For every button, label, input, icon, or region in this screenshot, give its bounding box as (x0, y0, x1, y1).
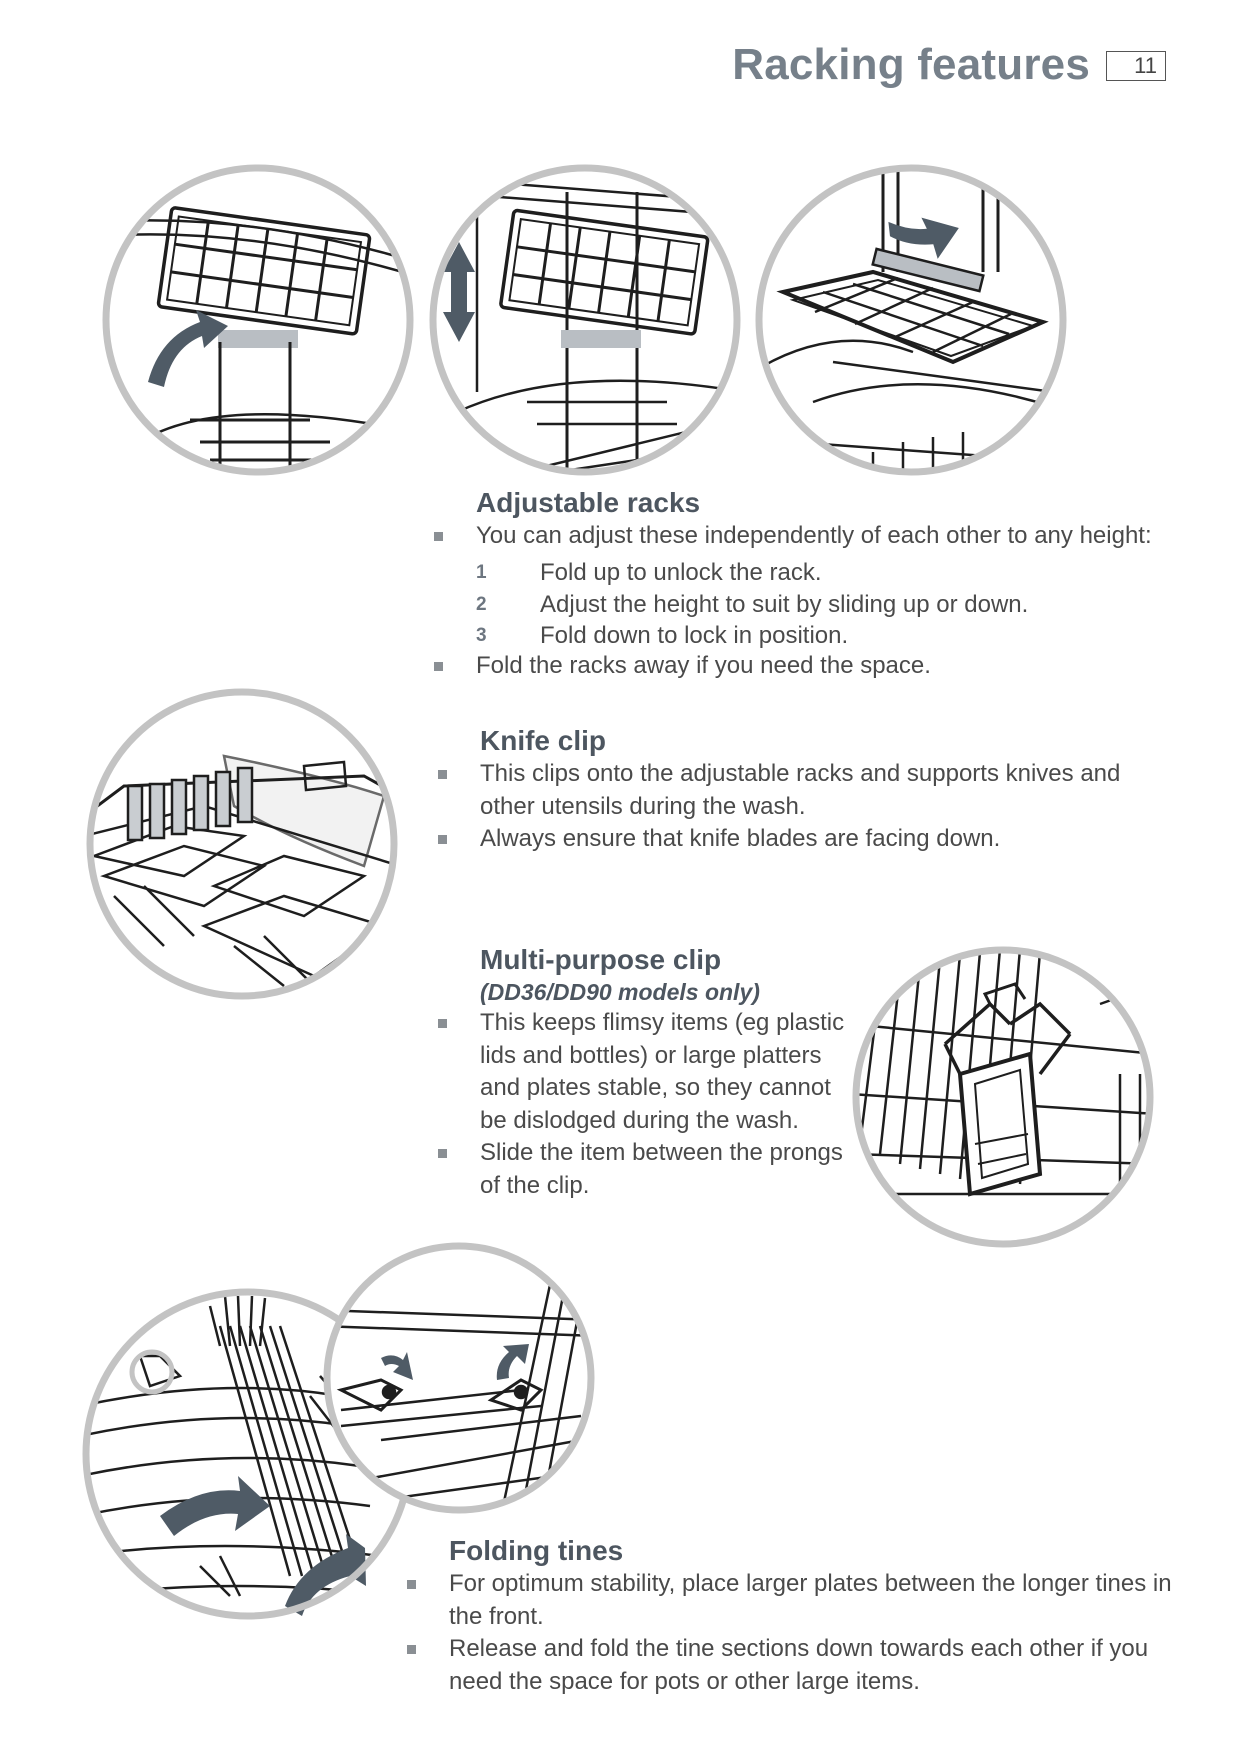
step-number: 1 (476, 561, 487, 583)
illustration-fold-down (753, 162, 1069, 478)
step-item: 1 Fold up to unlock the rack. (476, 557, 1196, 590)
illustration-slide-adjust (427, 162, 743, 478)
section-title: Folding tines (449, 1535, 624, 1566)
step-number: 2 (476, 594, 487, 615)
list-item: You can adjust these independently of ea… (434, 520, 1196, 553)
page-number: 11 (1106, 51, 1166, 81)
section-knife-clip: Knife clip This clips onto the adjustabl… (438, 724, 1160, 856)
illustration-folding-tines-detail (321, 1240, 597, 1516)
illustration-fold-up (100, 162, 416, 478)
bullet-text: Release and fold the tine sections down … (449, 1635, 1149, 1695)
list-item: Always ensure that knife blades are faci… (438, 823, 1160, 856)
list-item: Fold the racks away if you need the spac… (434, 650, 1196, 683)
section-multi-purpose-clip: Multi-purpose clip (DD36/DD90 models onl… (438, 943, 850, 1202)
section-title: Knife clip (480, 725, 607, 756)
bullet-text: For optimum stability, place larger plat… (449, 1570, 1172, 1630)
bullet-icon (438, 835, 447, 844)
section-title: Adjustable racks (476, 487, 701, 518)
illustration-knife-clip (84, 686, 400, 1002)
step-text: Fold up to unlock the rack. (540, 558, 822, 586)
bullet-icon (407, 1645, 416, 1654)
list-item: This keeps flimsy items (eg plastic lids… (438, 1007, 850, 1137)
bullet-text: Always ensure that knife blades are faci… (480, 825, 1001, 852)
step-text: Fold down to lock in position. (540, 621, 849, 649)
bullet-icon (434, 661, 443, 671)
section-folding-tines: Folding tines For optimum stability, pla… (407, 1534, 1189, 1698)
bullet-text: Slide the item between the prongs of the… (480, 1139, 843, 1199)
bullet-icon (438, 1149, 447, 1158)
bullet-icon (438, 770, 447, 779)
step-number: 3 (476, 624, 487, 646)
list-item: For optimum stability, place larger plat… (407, 1568, 1189, 1633)
section-adjustable-racks: Adjustable racks You can adjust these in… (434, 486, 1196, 683)
bullet-icon (438, 1019, 447, 1028)
list-item: Slide the item between the prongs of the… (438, 1137, 850, 1202)
section-subtitle: (DD36/DD90 models only) (480, 979, 760, 1005)
bullet-icon (407, 1580, 416, 1589)
bullet-text: You can adjust these independently of ea… (476, 522, 1152, 549)
bullet-icon (434, 532, 443, 541)
bullet-text: Fold the racks away if you need the spac… (476, 651, 931, 679)
step-text: Adjust the height to suit by sliding up … (540, 591, 1029, 618)
illustration-multi-purpose-clip (850, 944, 1156, 1250)
step-item: 2 Adjust the height to suit by sliding up… (476, 589, 1196, 622)
section-title: Multi-purpose clip (480, 944, 722, 975)
page-title: Racking features (732, 40, 1090, 89)
bullet-text: This clips onto the adjustable racks and… (480, 760, 1121, 820)
step-item: 3 Fold down to lock in position. (476, 622, 1196, 650)
list-item: Release and fold the tine sections down … (407, 1633, 1189, 1698)
bullet-text: This keeps flimsy items (eg plastic lids… (480, 1009, 845, 1134)
list-item: This clips onto the adjustable racks and… (438, 758, 1160, 823)
